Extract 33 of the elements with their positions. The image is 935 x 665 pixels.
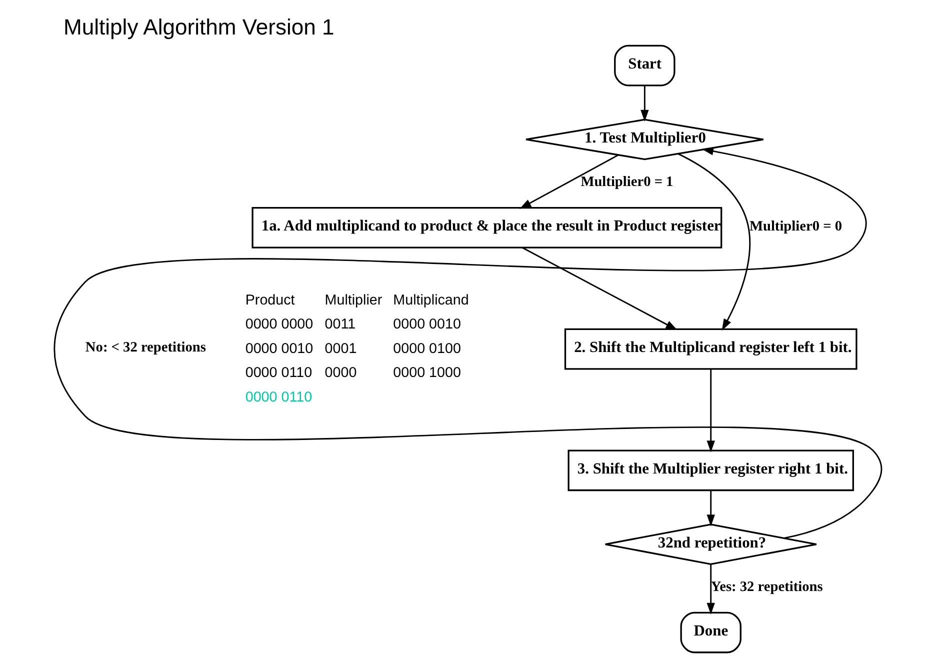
label: Multiplier [324, 292, 382, 308]
label: 0000 0110 [244, 365, 312, 382]
arrow [706, 369, 714, 452]
label: 0001 [324, 340, 356, 357]
label: 0000 0000 [244, 316, 313, 333]
arrow [706, 490, 714, 526]
node-box: Done [680, 612, 741, 654]
arrow [522, 247, 677, 330]
node-diamond: 1. Test Multiplier0 [524, 118, 764, 160]
arrow [519, 154, 618, 209]
label: 0011 [324, 316, 356, 333]
label: 0000 0010 [392, 316, 460, 333]
arrow [54, 147, 882, 539]
node-diamond: 32nd repetition? [604, 524, 817, 565]
edge-label: Multiplier0 = 1 [580, 174, 673, 190]
label: Multiplicand [392, 292, 468, 308]
node-box: 3. Shift the Multiplier register right 1 bit. [567, 450, 854, 492]
edge-label: Yes: 32 repetitions [710, 579, 822, 596]
node-box: Start [614, 44, 675, 86]
edge-label: Multiplier0 = 0 [748, 218, 842, 234]
label: 0000 0010 [244, 340, 313, 357]
arrow [677, 153, 750, 331]
label: Product [244, 292, 294, 308]
node-box: 1a. Add multiplicand to product & place the result in Product register [251, 207, 722, 248]
edge-label: No: < 32 repetitions [84, 340, 206, 356]
label: 0000 [324, 365, 356, 382]
label: 0000 0100 [392, 340, 460, 357]
arrow [706, 564, 714, 615]
node-box: 2. Shift the Multiplicand register left 1 bit. [564, 328, 857, 370]
label: 0000 0110 [244, 389, 312, 406]
arrow [640, 86, 648, 122]
diagram-title: Multiply Algorithm Version 1 [63, 14, 334, 40]
label: 0000 1000 [392, 365, 460, 382]
